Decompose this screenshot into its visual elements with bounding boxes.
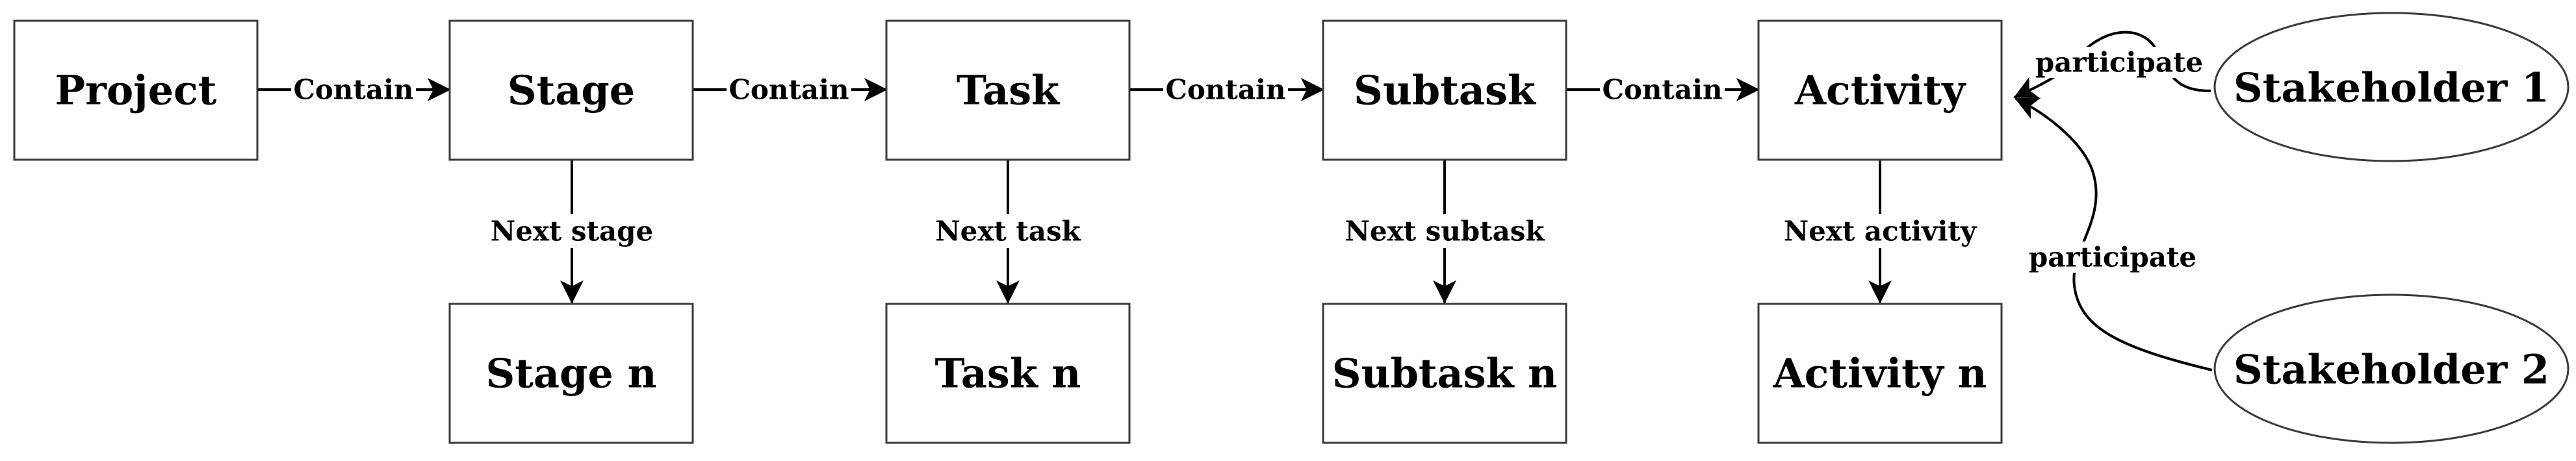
node-stage-label: Stage — [508, 67, 635, 114]
node-activity-n: Activity n — [1757, 303, 2003, 444]
node-stakeholder-1-label: Stakeholder 1 — [2234, 64, 2549, 112]
node-project: Project — [13, 19, 259, 161]
node-task: Task — [885, 19, 1131, 161]
next-activity-edge: Next activity — [1781, 160, 1979, 304]
contain-edge-project-stage: Contain — [257, 73, 451, 106]
next-task-label: Next task — [935, 216, 1081, 247]
node-project-label: Project — [55, 67, 217, 114]
node-activity-label: Activity — [1794, 67, 1966, 114]
node-activity-n-label: Activity n — [1773, 350, 1987, 397]
node-subtask-n: Subtask n — [1322, 303, 1567, 444]
node-subtask-label: Subtask — [1354, 67, 1537, 114]
node-subtask-n-label: Subtask n — [1332, 350, 1558, 397]
node-stakeholder-2-label: Stakeholder 2 — [2234, 346, 2549, 393]
participate-label-1: participate — [2035, 47, 2203, 79]
contain-label-2: Contain — [728, 74, 849, 106]
node-task-n-label: Task n — [935, 350, 1081, 397]
contain-label-3: Contain — [1165, 74, 1285, 106]
node-activity: Activity — [1757, 19, 2003, 161]
participate-label-2: participate — [2029, 242, 2196, 273]
next-stage-edge: Next stage — [489, 160, 655, 304]
contain-edge-subtask-activity: Contain — [1566, 73, 1760, 106]
node-task-n: Task n — [885, 303, 1131, 444]
next-activity-label: Next activity — [1784, 216, 1977, 247]
contain-edge-task-subtask: Contain — [1129, 73, 1324, 106]
participate-edge-2: participate — [2015, 97, 2213, 371]
node-stage-n-label: Stage n — [485, 350, 656, 397]
node-subtask: Subtask — [1322, 19, 1567, 161]
node-stakeholder-2: Stakeholder 2 — [2213, 293, 2570, 444]
contain-edge-stage-task: Contain — [693, 73, 888, 106]
next-stage-label: Next stage — [491, 216, 654, 247]
participate-edge-1: participate — [2013, 31, 2211, 99]
next-task-edge: Next task — [931, 160, 1085, 304]
next-subtask-label: Next subtask — [1345, 216, 1545, 247]
node-stage: Stage — [448, 19, 694, 161]
node-task-label: Task — [957, 67, 1061, 114]
next-subtask-edge: Next subtask — [1341, 160, 1549, 304]
node-stage-n: Stage n — [448, 303, 694, 444]
node-stakeholder-1: Stakeholder 1 — [2213, 12, 2570, 162]
contain-label-4: Contain — [1602, 74, 1722, 106]
contain-label-1: Contain — [293, 74, 413, 106]
